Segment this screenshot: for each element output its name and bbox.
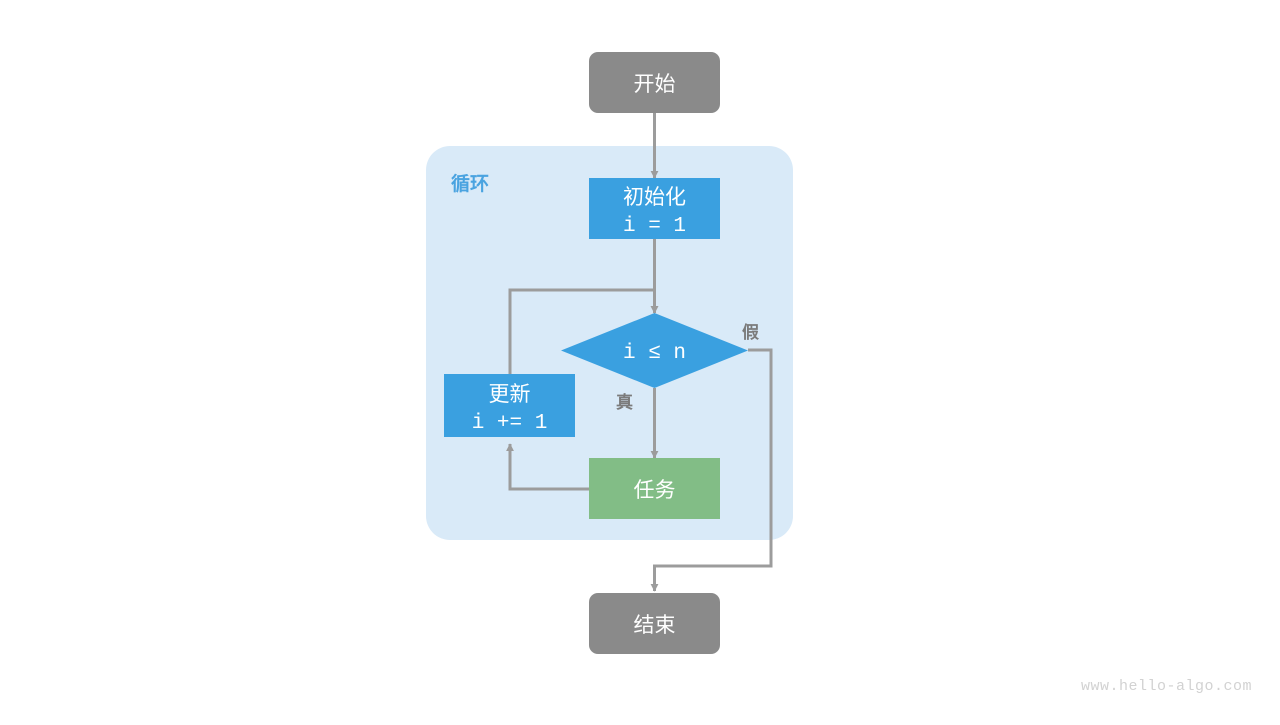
node-init-shape[interactable] [589,178,720,239]
node-condition-label: i ≤ n [623,342,686,365]
node-update-label-line1: 更新 [489,383,531,406]
loop-container-label: 循环 [451,172,489,195]
node-update-label-line2: i += 1 [472,412,548,435]
node-update[interactable]: 更新 i += 1 [444,374,575,437]
edge-condition-to-end [650,348,773,592]
node-task-label: 任务 [634,479,676,502]
node-task[interactable]: 任务 [589,458,720,519]
node-init-label-line1: 初始化 [623,186,686,209]
node-start-label: 开始 [634,73,676,96]
node-end-shape[interactable] [589,593,720,654]
node-end-label: 结束 [634,614,676,637]
node-start-shape[interactable] [589,52,720,113]
node-start[interactable]: 开始 [589,52,720,113]
node-condition-shape[interactable] [561,313,748,388]
edge-task-to-update [506,443,589,491]
watermark-label: www.hello-algo.com [1081,678,1252,695]
node-task-shape[interactable] [589,458,720,519]
edge-update-to-condition [508,288,659,374]
edge-label-true: 真 [616,392,633,412]
edges-layer: 真 假 [506,113,773,592]
node-init-label-line2: i = 1 [623,215,686,238]
node-init[interactable]: 初始化 i = 1 [589,178,720,239]
node-update-shape[interactable] [444,374,575,437]
node-end[interactable]: 结束 [589,593,720,654]
edge-label-false: 假 [742,322,759,342]
node-condition[interactable]: i ≤ n [561,313,748,388]
